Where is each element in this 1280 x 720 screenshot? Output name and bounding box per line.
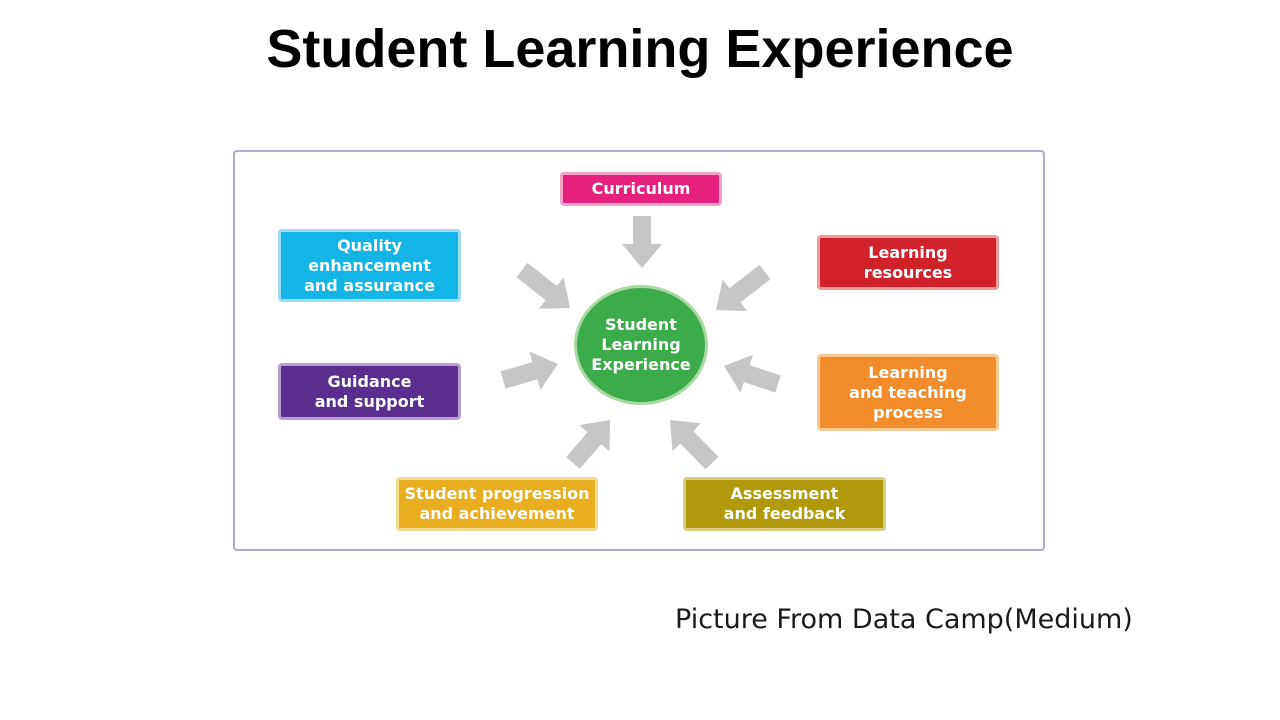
teaching-process-box: Learning and teaching process <box>817 354 999 431</box>
guidance-box: Guidance and support <box>278 363 461 420</box>
arrow-from-learning-resources-icon <box>716 264 771 312</box>
image-credit-caption: Picture From Data Camp(Medium) <box>675 604 1133 635</box>
arrow-from-teaching-process-icon <box>724 354 781 393</box>
page-title: Student Learning Experience <box>266 19 1014 79</box>
assessment-box: Assessment and feedback <box>683 477 886 531</box>
arrow-from-guidance-icon <box>500 351 558 390</box>
quality-box: Quality enhancement and assurance <box>278 229 461 302</box>
progression-box: Student progression and achievement <box>396 477 598 531</box>
arrow-from-quality-icon <box>516 262 570 309</box>
curriculum-box: Curriculum <box>560 172 722 206</box>
arrow-from-progression-icon <box>566 420 610 469</box>
student-learning-experience-hub: Student Learning Experience <box>574 285 708 405</box>
arrow-from-assessment-icon <box>670 420 719 470</box>
learning-resources-box: Learning resources <box>817 235 999 290</box>
arrow-from-curriculum-icon <box>622 216 662 268</box>
